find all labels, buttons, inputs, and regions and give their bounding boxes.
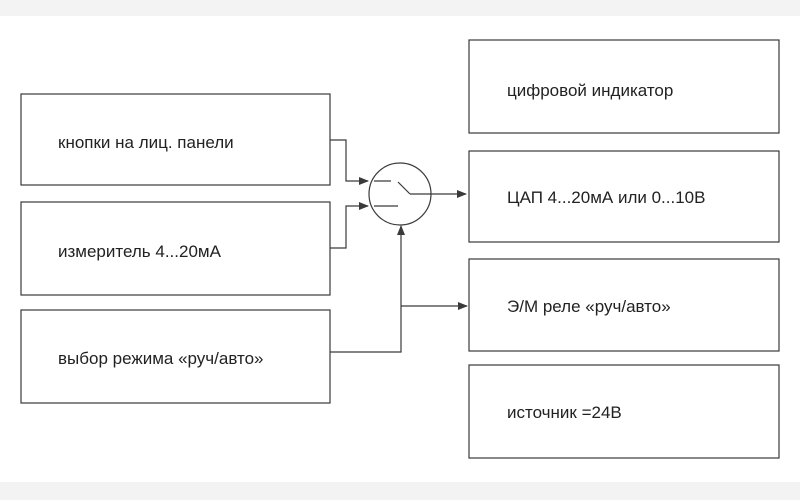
meter-box-frame xyxy=(20,201,331,296)
indicator-box: цифровой индикатор xyxy=(468,39,780,134)
switch-icon xyxy=(368,162,432,226)
buttons-box-frame xyxy=(20,93,331,186)
power-label: источник =24В xyxy=(507,403,622,422)
power-box-frame xyxy=(468,364,780,459)
mode-box-frame xyxy=(20,309,331,404)
top-band xyxy=(0,0,800,16)
dac-label: ЦАП 4...20мА или 0...10В xyxy=(507,188,705,207)
indicator-label: цифровой индикатор xyxy=(507,81,673,100)
relay-label: Э/М реле «руч/авто» xyxy=(507,297,671,316)
power-box: источник =24В xyxy=(468,364,780,459)
indicator-box-frame xyxy=(468,39,780,134)
relay-box: Э/М реле «руч/авто» xyxy=(468,258,780,352)
buttons-label: кнопки на лиц. панели xyxy=(58,133,234,152)
mode-to-switch-arrow xyxy=(330,225,405,353)
mode-box: выбор режима «руч/авто» xyxy=(20,309,331,404)
mode-label: выбор режима «руч/авто» xyxy=(58,349,264,368)
bottom-band xyxy=(0,482,800,500)
dac-box: ЦАП 4...20мА или 0...10В xyxy=(468,150,780,243)
meter-to-switch-arrow xyxy=(330,202,369,249)
meter-box: измеритель 4...20мА xyxy=(20,201,331,296)
dac-box-frame xyxy=(468,150,780,243)
relay-box-frame xyxy=(468,258,780,352)
buttons-box: кнопки на лиц. панели xyxy=(20,93,331,186)
buttons-to-switch-arrow xyxy=(330,139,369,185)
meter-label: измеритель 4...20мА xyxy=(58,242,222,261)
